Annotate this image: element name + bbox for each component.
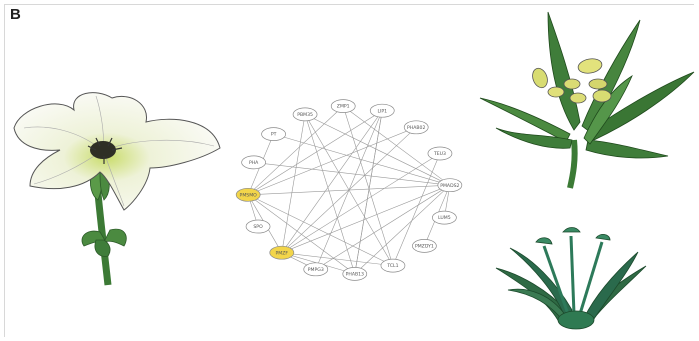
network-node-label: LUM5	[438, 215, 451, 221]
network-node-pmzdy1: PMZDY1	[412, 239, 437, 253]
network-edge	[247, 194, 356, 275]
network-node-shape	[330, 99, 356, 113]
network-node-teu3: TEU3	[427, 146, 453, 161]
network-edge	[304, 114, 451, 186]
network-node-label: LIP1	[377, 108, 387, 114]
network-node-shape	[235, 187, 261, 202]
petunia-corolla	[13, 92, 221, 211]
network-node-label: PMSMO	[240, 192, 258, 198]
network-node-shape	[245, 219, 271, 234]
network-edge	[247, 127, 417, 196]
network-node-tcl1: TCL1	[380, 258, 406, 273]
network-node-pmzf: PMZF	[269, 245, 295, 260]
network-node-spo: SPO	[245, 219, 271, 234]
network-node-pmpg3: PMPG3	[303, 262, 329, 277]
network-edge	[392, 153, 441, 266]
network-node-lum5: LUM5	[432, 210, 457, 225]
network-node-shape	[380, 258, 406, 273]
network-node-label: PT	[271, 132, 277, 138]
flower-throat	[90, 141, 116, 159]
network-node-shape	[292, 107, 318, 122]
bud-stem	[567, 139, 578, 189]
network-node-pmsmo: PMSMO	[235, 187, 261, 202]
network-edge	[273, 133, 450, 186]
gene-network-diagram: PBM35 ZMP1LIP1PHAB02TEU3PMADS2LUM5PMZDY1T…	[235, 99, 463, 281]
network-node-shape	[303, 262, 329, 277]
network-edge	[280, 114, 306, 253]
network-edge	[281, 251, 393, 266]
network-node-shape	[412, 239, 437, 253]
frame-top-border	[4, 4, 694, 5]
network-node-pmads2: PMADS2	[437, 178, 463, 193]
network-node-phab02: PHAB02	[403, 120, 429, 135]
network-edge	[315, 184, 450, 270]
network-edge	[354, 184, 451, 275]
network-edge	[304, 114, 356, 275]
network-node-shape	[432, 210, 457, 225]
network-node-shape	[369, 103, 395, 118]
network-node-label: PMADS2	[440, 183, 459, 189]
network-node-label: ZMP1	[337, 104, 350, 110]
network-node-lip1: LIP1	[369, 103, 395, 118]
network-edge	[247, 194, 394, 266]
network-node-phab13: PHAB13	[342, 267, 368, 281]
network-edge	[253, 162, 451, 187]
network-node-shape	[403, 120, 429, 135]
network-edge	[247, 184, 450, 196]
network-edge	[354, 110, 384, 274]
network-node-shape	[241, 155, 266, 170]
network-node-pbm35: PBM35	[292, 107, 318, 122]
network-node-pt: PT	[261, 127, 286, 141]
network-node-label: TCL1	[386, 263, 398, 269]
panel-label: B	[10, 6, 21, 23]
network-edges	[247, 105, 451, 275]
network-node-label: PBM35	[297, 112, 313, 118]
network-edge	[281, 110, 383, 253]
network-nodes: PBM35 ZMP1LIP1PHAB02TEU3PMADS2LUM5PMZDY1T…	[235, 99, 463, 281]
network-node-label: TEU3	[433, 151, 446, 157]
network-node-pha: PHA	[241, 155, 266, 170]
flower-bud-illustration	[479, 11, 695, 189]
network-node-label: PHA	[249, 160, 259, 166]
frame-left-border	[4, 4, 5, 337]
network-node-shape	[269, 245, 295, 260]
network-node-shape	[342, 267, 368, 281]
petunia-flower-illustration	[13, 92, 221, 286]
network-node-shape	[427, 146, 453, 161]
network-node-zmp1: ZMP1	[330, 99, 356, 113]
flower-whorl-illustration	[495, 227, 647, 330]
network-node-label: PMZDY1	[415, 243, 434, 249]
network-edge	[281, 153, 441, 253]
network-node-shape	[437, 178, 463, 193]
network-node-label: PHAB02	[407, 125, 425, 131]
network-node-label: PMPG3	[308, 267, 324, 273]
network-edge	[281, 184, 450, 254]
network-edge	[342, 106, 394, 266]
network-node-shape	[261, 127, 286, 141]
network-edge	[247, 110, 383, 196]
network-node-label: PHAB13	[346, 271, 364, 277]
network-node-label: PMZF	[276, 250, 289, 256]
network-node-label: SPO	[253, 224, 263, 230]
network-edge	[247, 105, 344, 196]
